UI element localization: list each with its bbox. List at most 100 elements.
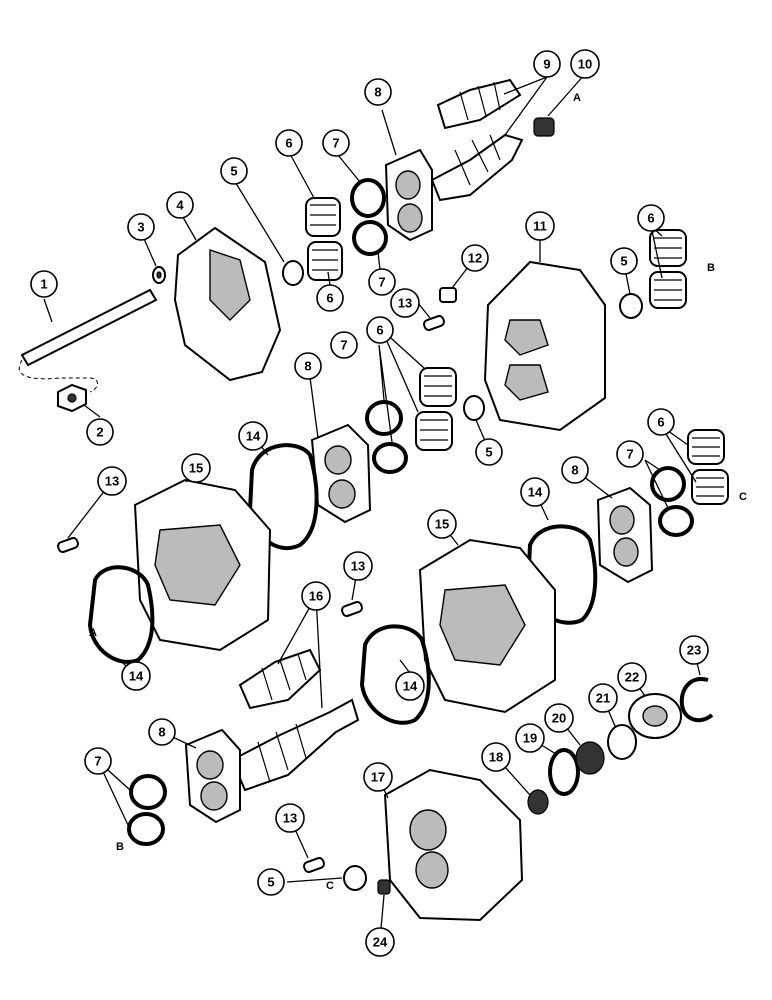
svg-text:6: 6: [376, 323, 383, 338]
svg-text:14: 14: [246, 429, 261, 444]
svg-text:7: 7: [378, 275, 385, 290]
part-fitting: [377, 879, 391, 895]
svg-text:4: 4: [176, 198, 184, 213]
callout-14a: 14: [238, 421, 268, 451]
svg-text:5: 5: [267, 875, 274, 890]
svg-text:8: 8: [158, 725, 165, 740]
callout-23: 23: [679, 635, 709, 665]
svg-text:24: 24: [373, 935, 388, 950]
part-spline-bushing: [533, 117, 555, 137]
part-stud-bolt: [18, 288, 158, 393]
svg-text:8: 8: [571, 463, 578, 478]
part-wear-plate-mid: [310, 423, 372, 524]
callout-14b: 14: [520, 477, 550, 507]
svg-text:10: 10: [578, 57, 592, 72]
part-bearing-right-1: [649, 229, 687, 267]
svg-text:7: 7: [332, 136, 339, 151]
letter-c-right: C: [739, 491, 747, 503]
callout-6c: 6: [637, 204, 665, 232]
svg-text:7: 7: [94, 754, 101, 769]
part-washer: [152, 266, 166, 284]
part-spacer: [607, 724, 637, 760]
callout-12: 12: [461, 244, 489, 272]
part-oring-mid-2: [372, 442, 408, 474]
callout-13a: 13: [390, 288, 420, 318]
part-wear-plate-bottom: [184, 728, 241, 824]
part-wear-plate-right: [596, 486, 654, 584]
part-end-cover: [173, 226, 282, 382]
callout-7c: 7: [330, 331, 358, 359]
svg-text:18: 18: [489, 750, 503, 765]
callout-14c: 14: [121, 661, 151, 691]
callout-14d: 14: [395, 671, 425, 701]
part-shaft-seal: [575, 741, 605, 775]
svg-text:20: 20: [552, 711, 566, 726]
callout-6d: 6: [366, 316, 394, 344]
callout-5d: 5: [257, 868, 285, 896]
part-oring-mid-1: [365, 400, 403, 436]
part-plug: [439, 287, 457, 303]
callout-19: 19: [515, 723, 545, 753]
letter-a-top: A: [573, 92, 581, 104]
callout-15b: 15: [427, 509, 457, 539]
letter-b-right: B: [707, 262, 715, 274]
callout-3: 3: [127, 213, 155, 241]
part-bearing-top-2: [307, 241, 343, 281]
callout-1: 1: [30, 270, 58, 298]
callout-5a: 5: [220, 157, 248, 185]
svg-text:8: 8: [304, 359, 311, 374]
svg-text:14: 14: [403, 679, 418, 694]
svg-text:16: 16: [309, 589, 323, 604]
svg-text:6: 6: [657, 415, 664, 430]
svg-text:22: 22: [625, 670, 639, 685]
part-gear-housing-11: [483, 260, 606, 432]
svg-text:13: 13: [398, 296, 412, 311]
callout-5c: 5: [475, 438, 503, 466]
part-oring-bottom-1: [129, 774, 167, 810]
svg-text:5: 5: [230, 164, 237, 179]
callout-6b: 6: [316, 284, 344, 312]
callout-10: 10: [570, 49, 600, 79]
svg-text:7: 7: [626, 447, 633, 462]
part-dowel-pin-3: [341, 601, 363, 617]
callout-7b: 7: [368, 268, 396, 296]
part-gear-shaft-top-1: [436, 78, 522, 130]
part-drive-gear-upper: [238, 648, 322, 710]
part-bearing-right-2: [649, 271, 687, 309]
callouts: 1 2 3 4 5 6 7 6 7 8 9 10 11 12 5 6 13 7 …: [30, 49, 709, 957]
callout-2: 2: [86, 418, 114, 446]
svg-text:23: 23: [687, 643, 701, 658]
part-gear-shaft-top-2: [430, 133, 524, 202]
svg-text:5: 5: [485, 445, 492, 460]
part-seal-retainer: [527, 789, 549, 815]
part-bearing-mid-1: [419, 367, 457, 407]
callout-13c: 13: [343, 551, 373, 581]
callout-9: 9: [533, 50, 561, 78]
part-oring-bottom-2: [127, 812, 165, 846]
part-gear-housing-15a: [133, 478, 272, 652]
svg-text:15: 15: [189, 461, 203, 476]
part-gear-housing-15b: [418, 538, 556, 714]
svg-text:1: 1: [40, 277, 47, 292]
svg-text:15: 15: [435, 517, 449, 532]
svg-text:13: 13: [105, 474, 119, 489]
svg-text:6: 6: [647, 211, 654, 226]
callout-7a: 7: [322, 129, 350, 157]
part-mounting-flange: [383, 768, 524, 922]
svg-text:21: 21: [596, 691, 610, 706]
part-bearing-mid-2: [415, 411, 453, 451]
svg-text:6: 6: [326, 291, 333, 306]
svg-text:19: 19: [523, 731, 537, 746]
svg-text:6: 6: [285, 136, 292, 151]
callout-7d: 7: [616, 440, 644, 468]
svg-text:11: 11: [533, 219, 547, 234]
svg-text:9: 9: [543, 57, 550, 72]
callout-5b: 5: [610, 247, 638, 275]
letter-b-left: B: [116, 841, 124, 853]
part-oring-top-2: [352, 220, 388, 256]
callout-24: 24: [365, 927, 395, 957]
part-drive-shaft-lower: [230, 698, 360, 792]
callout-7e: 7: [84, 747, 112, 775]
part-sleeve-right: [619, 293, 643, 319]
